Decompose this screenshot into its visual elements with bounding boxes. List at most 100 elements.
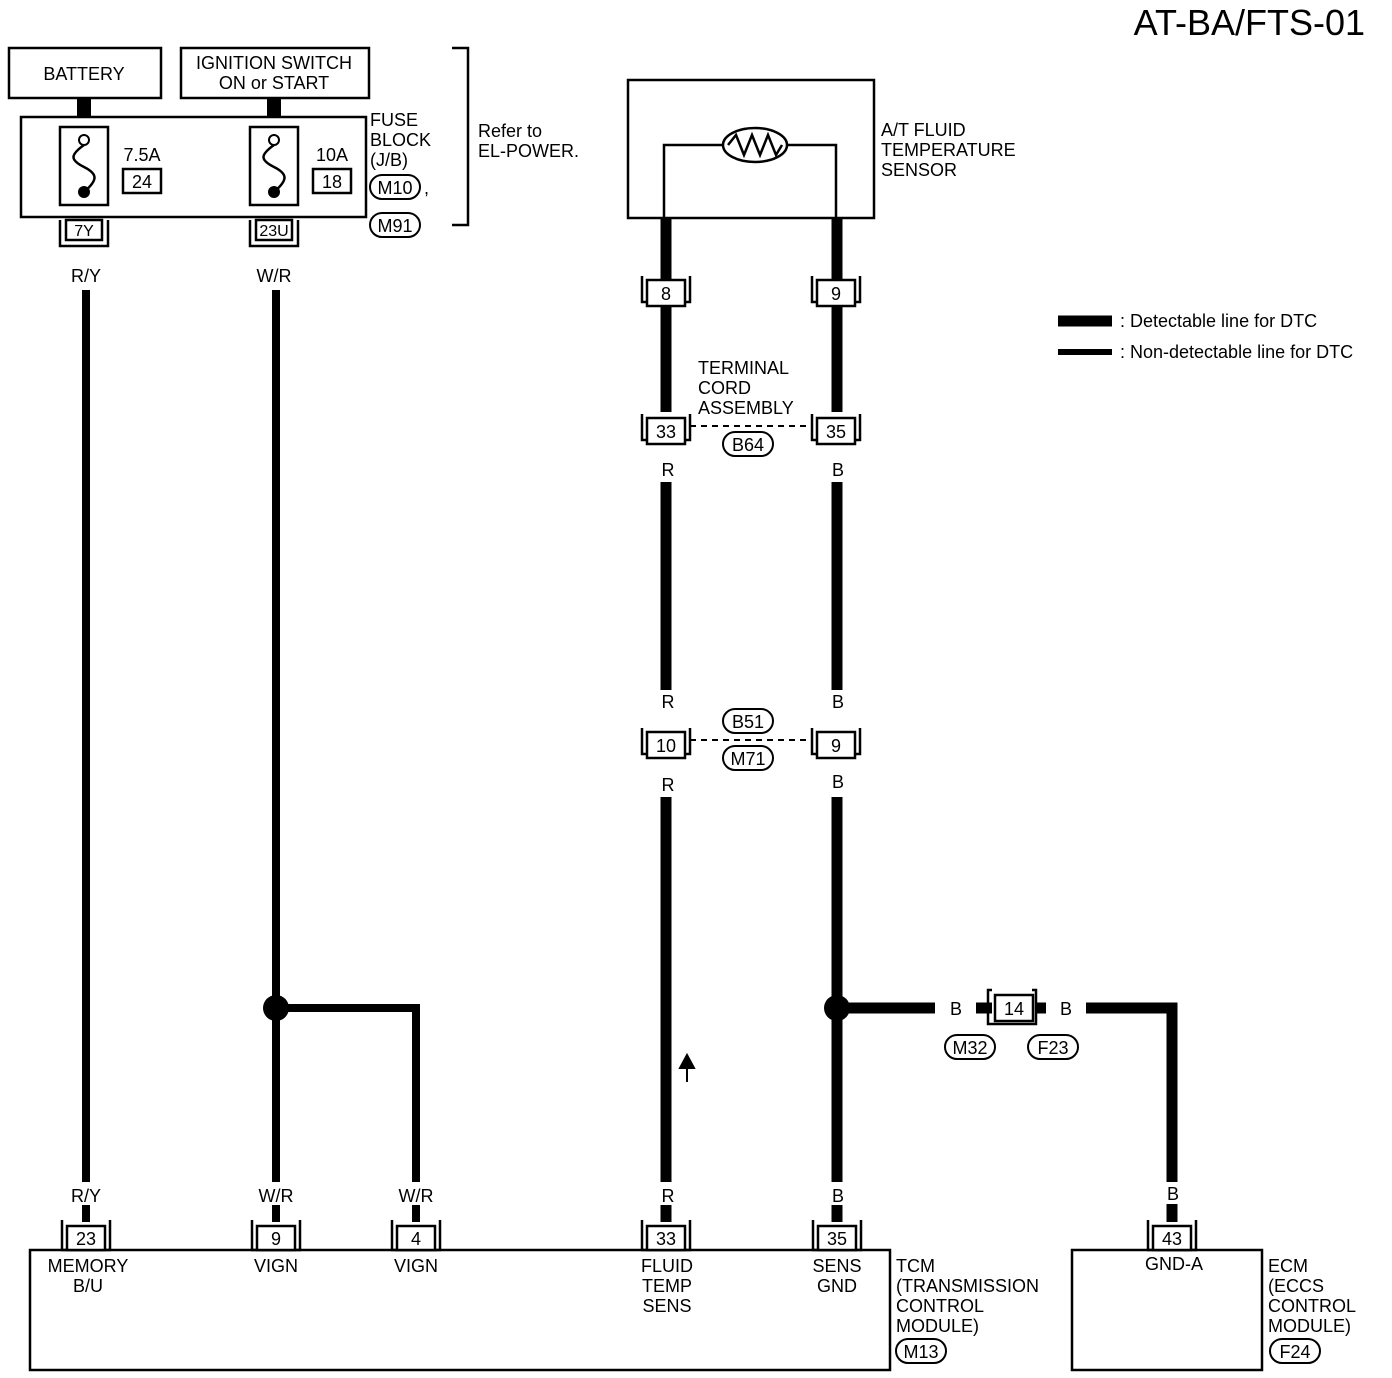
- tcm-label-line4: MODULE): [896, 1316, 979, 1336]
- tcm-pin-9-name: VIGN: [254, 1256, 298, 1276]
- ground-pin-14: 14: [1004, 999, 1024, 1019]
- wire-color-wr-top: W/R: [257, 266, 292, 286]
- tcm-pin-23: 23: [76, 1229, 96, 1249]
- terminal-cord-label-line3: ASSEMBLY: [698, 398, 794, 418]
- connector-m13: M13: [903, 1342, 938, 1362]
- battery-box: [7, 46, 163, 100]
- fuse-18-number: 18: [322, 172, 342, 192]
- connector-tag-f23: [1027, 1034, 1079, 1060]
- cord-pin-33-box: [645, 416, 687, 446]
- terminal-cord-label-line1: TERMINAL: [698, 358, 789, 378]
- tcm-pin-4-box: [395, 1224, 437, 1252]
- fuse-10a: [248, 125, 300, 207]
- connector-b51: B51: [732, 712, 764, 732]
- fuse-24-box: [121, 167, 163, 195]
- tcm-wire-color-4: W/R: [399, 1186, 434, 1206]
- connector-7y: 7Y: [74, 223, 94, 240]
- connector-tag-m91: [369, 212, 421, 238]
- tcm-pin-35-name-line2: GND: [817, 1276, 857, 1296]
- wire-color-b-1: B: [832, 460, 844, 480]
- legend-non-detectable-label: : Non-detectable line for DTC: [1120, 342, 1353, 362]
- fuse-7-5a-top-terminal: [78, 134, 90, 146]
- connector-m10: M10: [377, 178, 412, 198]
- sensor-label-line2: TEMPERATURE: [881, 140, 1016, 160]
- ignition-label-line2: ON or START: [219, 73, 329, 93]
- sensor-label-line3: SENSOR: [881, 160, 957, 180]
- refer-label-line1: Refer to: [478, 121, 542, 141]
- connector-f23: F23: [1037, 1038, 1068, 1058]
- tcm-label-line3: CONTROL: [896, 1296, 984, 1316]
- fuse-10a-body: [248, 125, 300, 207]
- tcm-pin-33-box: [645, 1224, 687, 1252]
- fuse-7-5a-element: [72, 143, 96, 193]
- connector-tag-m71: [722, 745, 774, 771]
- wire-wr-branch: [276, 1004, 420, 1182]
- ignition-switch-box: [179, 46, 371, 100]
- connector-m71: M71: [730, 749, 765, 769]
- wire-b-ground-right: [1086, 1002, 1178, 1182]
- cord-pin-35: 35: [826, 422, 846, 442]
- tcm-label-line2: (TRANSMISSION: [896, 1276, 1039, 1296]
- connector-23u-shell: [248, 220, 300, 248]
- wire-color-b-ground-left: B: [950, 999, 962, 1019]
- tcm-wire-color-9: W/R: [259, 1186, 294, 1206]
- fuse-7-5a-body: [58, 125, 110, 207]
- tcm-pin-23-box: [65, 1224, 107, 1252]
- fuse-10a-rating: 10A: [316, 145, 348, 165]
- refer-bracket: [452, 46, 470, 227]
- tcm-pin-33: 33: [656, 1229, 676, 1249]
- tcm-wire-color-23: R/Y: [71, 1186, 101, 1206]
- tcm-pin-9-box: [255, 1224, 297, 1252]
- connector-23u: 23U: [259, 223, 288, 240]
- connector-b64: B64: [732, 435, 764, 455]
- connector-7y-shell: [58, 220, 110, 248]
- tcm-pin-9: 9: [271, 1229, 281, 1249]
- page-title: AT-BA/FTS-01: [1134, 2, 1365, 43]
- tcm-label-line1: TCM: [896, 1256, 935, 1276]
- sensor-pin-9: 9: [831, 284, 841, 304]
- connector-tag-m10: [369, 174, 421, 200]
- tcm-pin-4: 4: [411, 1229, 421, 1249]
- wire-color-b-ground-right: B: [1060, 999, 1072, 1019]
- connector-23u-box: [254, 218, 294, 242]
- fuse-10a-element: [262, 143, 286, 193]
- mid-pin-10: 10: [656, 736, 676, 756]
- fuse-7-5a: [58, 125, 110, 207]
- wire-color-b-3: B: [832, 772, 844, 792]
- sensor-pin-9-box: [815, 278, 857, 308]
- ecm-label-line3: CONTROL: [1268, 1296, 1356, 1316]
- wire-color-ry-top: R/Y: [71, 266, 101, 286]
- ground-pin-14-box: [993, 993, 1035, 1023]
- connector-m91: M91: [377, 216, 412, 236]
- sensor-label-line1: A/T FLUID: [881, 120, 966, 140]
- ground-pin-14-shell: [986, 988, 1038, 1026]
- connector-tag-b64: [722, 431, 774, 457]
- connector-tag-f24: [1269, 1338, 1321, 1364]
- refer-label-line2: EL-POWER.: [478, 141, 579, 161]
- ecm-wire-color-43: B: [1167, 1184, 1179, 1204]
- tcm-pin-35-box: [816, 1224, 858, 1252]
- sensor-pin-8-box: [645, 278, 687, 308]
- tcm-pin-33-name-line1: FLUID: [641, 1256, 693, 1276]
- ecm-pin-43-box: [1151, 1224, 1193, 1252]
- arrow-up-icon: [678, 1052, 696, 1082]
- wire-color-r-3: R: [662, 775, 675, 795]
- tcm-pin-23-name-line2: B/U: [73, 1276, 103, 1296]
- battery-label: BATTERY: [43, 64, 124, 84]
- wire-color-b-2: B: [832, 692, 844, 712]
- ecm-label-line2: (ECCS: [1268, 1276, 1324, 1296]
- fuse-10a-bottom-terminal: [268, 186, 280, 198]
- wire-color-r-2: R: [662, 692, 675, 712]
- ecm-label-line4: MODULE): [1268, 1316, 1351, 1336]
- fuse-18-box: [311, 167, 353, 195]
- tcm-pin-35: 35: [827, 1229, 847, 1249]
- wire-color-r-1: R: [662, 460, 675, 480]
- connector-7y-box: [64, 218, 104, 242]
- fuse-10a-top-terminal: [268, 134, 280, 146]
- tcm-pin-35-name-line1: SENS: [812, 1256, 861, 1276]
- tcm-wire-color-33: R: [662, 1186, 675, 1206]
- fuse-7-5a-bottom-terminal: [78, 186, 90, 198]
- mid-pin-10-box: [645, 730, 687, 760]
- connector-tag-m13: [895, 1338, 947, 1364]
